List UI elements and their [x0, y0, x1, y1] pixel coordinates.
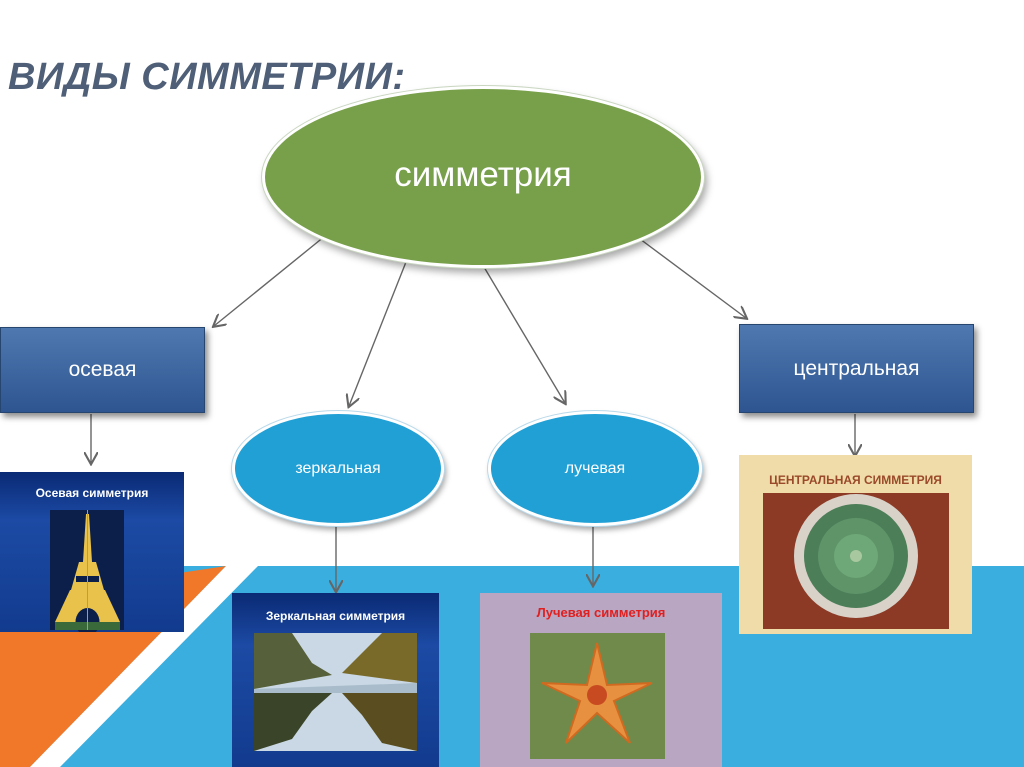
image-radial-caption: Лучевая симметрия: [536, 605, 666, 620]
image-axial-symmetry: Осевая симметрия: [0, 472, 184, 632]
cactus-icon: [763, 493, 949, 629]
node-central: центральная: [739, 324, 974, 413]
node-axial: осевая: [0, 327, 205, 413]
arrow-root-to-mirror: [349, 261, 407, 406]
node-mirror: зеркальная: [232, 411, 444, 526]
image-radial-symmetry: Лучевая симметрия: [480, 593, 722, 767]
image-mirror-caption: Зеркальная симметрия: [265, 609, 406, 623]
lake-reflection-icon: [254, 633, 417, 751]
root-node-symmetry: симметрия: [262, 86, 704, 268]
image-central-symmetry: ЦЕНТРАЛЬНАЯ СИММЕТРИЯ: [739, 455, 972, 634]
node-radial: лучевая: [488, 411, 702, 526]
node-radial-label: лучевая: [564, 459, 626, 477]
eiffel-tower-icon: [50, 510, 124, 632]
image-mirror-symmetry: Зеркальная симметрия: [232, 593, 439, 767]
white-wedge: [30, 566, 258, 767]
node-axial-label: осевая: [68, 358, 137, 381]
node-mirror-label: зеркальная: [295, 459, 381, 477]
arrow-root-to-radial: [480, 261, 565, 403]
image-central-caption: ЦЕНТРАЛЬНАЯ СИММЕТРИЯ: [769, 473, 942, 487]
image-axial-caption: Осевая симметрия: [35, 486, 149, 500]
root-node-label: симметрия: [394, 155, 572, 194]
starfish-icon: [530, 633, 665, 759]
node-central-label: центральная: [793, 356, 920, 380]
arrow-root-to-central: [635, 235, 746, 318]
arrow-root-to-axial: [214, 235, 326, 326]
page-title: ВИДЫ СИММЕТРИИ:: [8, 56, 406, 98]
